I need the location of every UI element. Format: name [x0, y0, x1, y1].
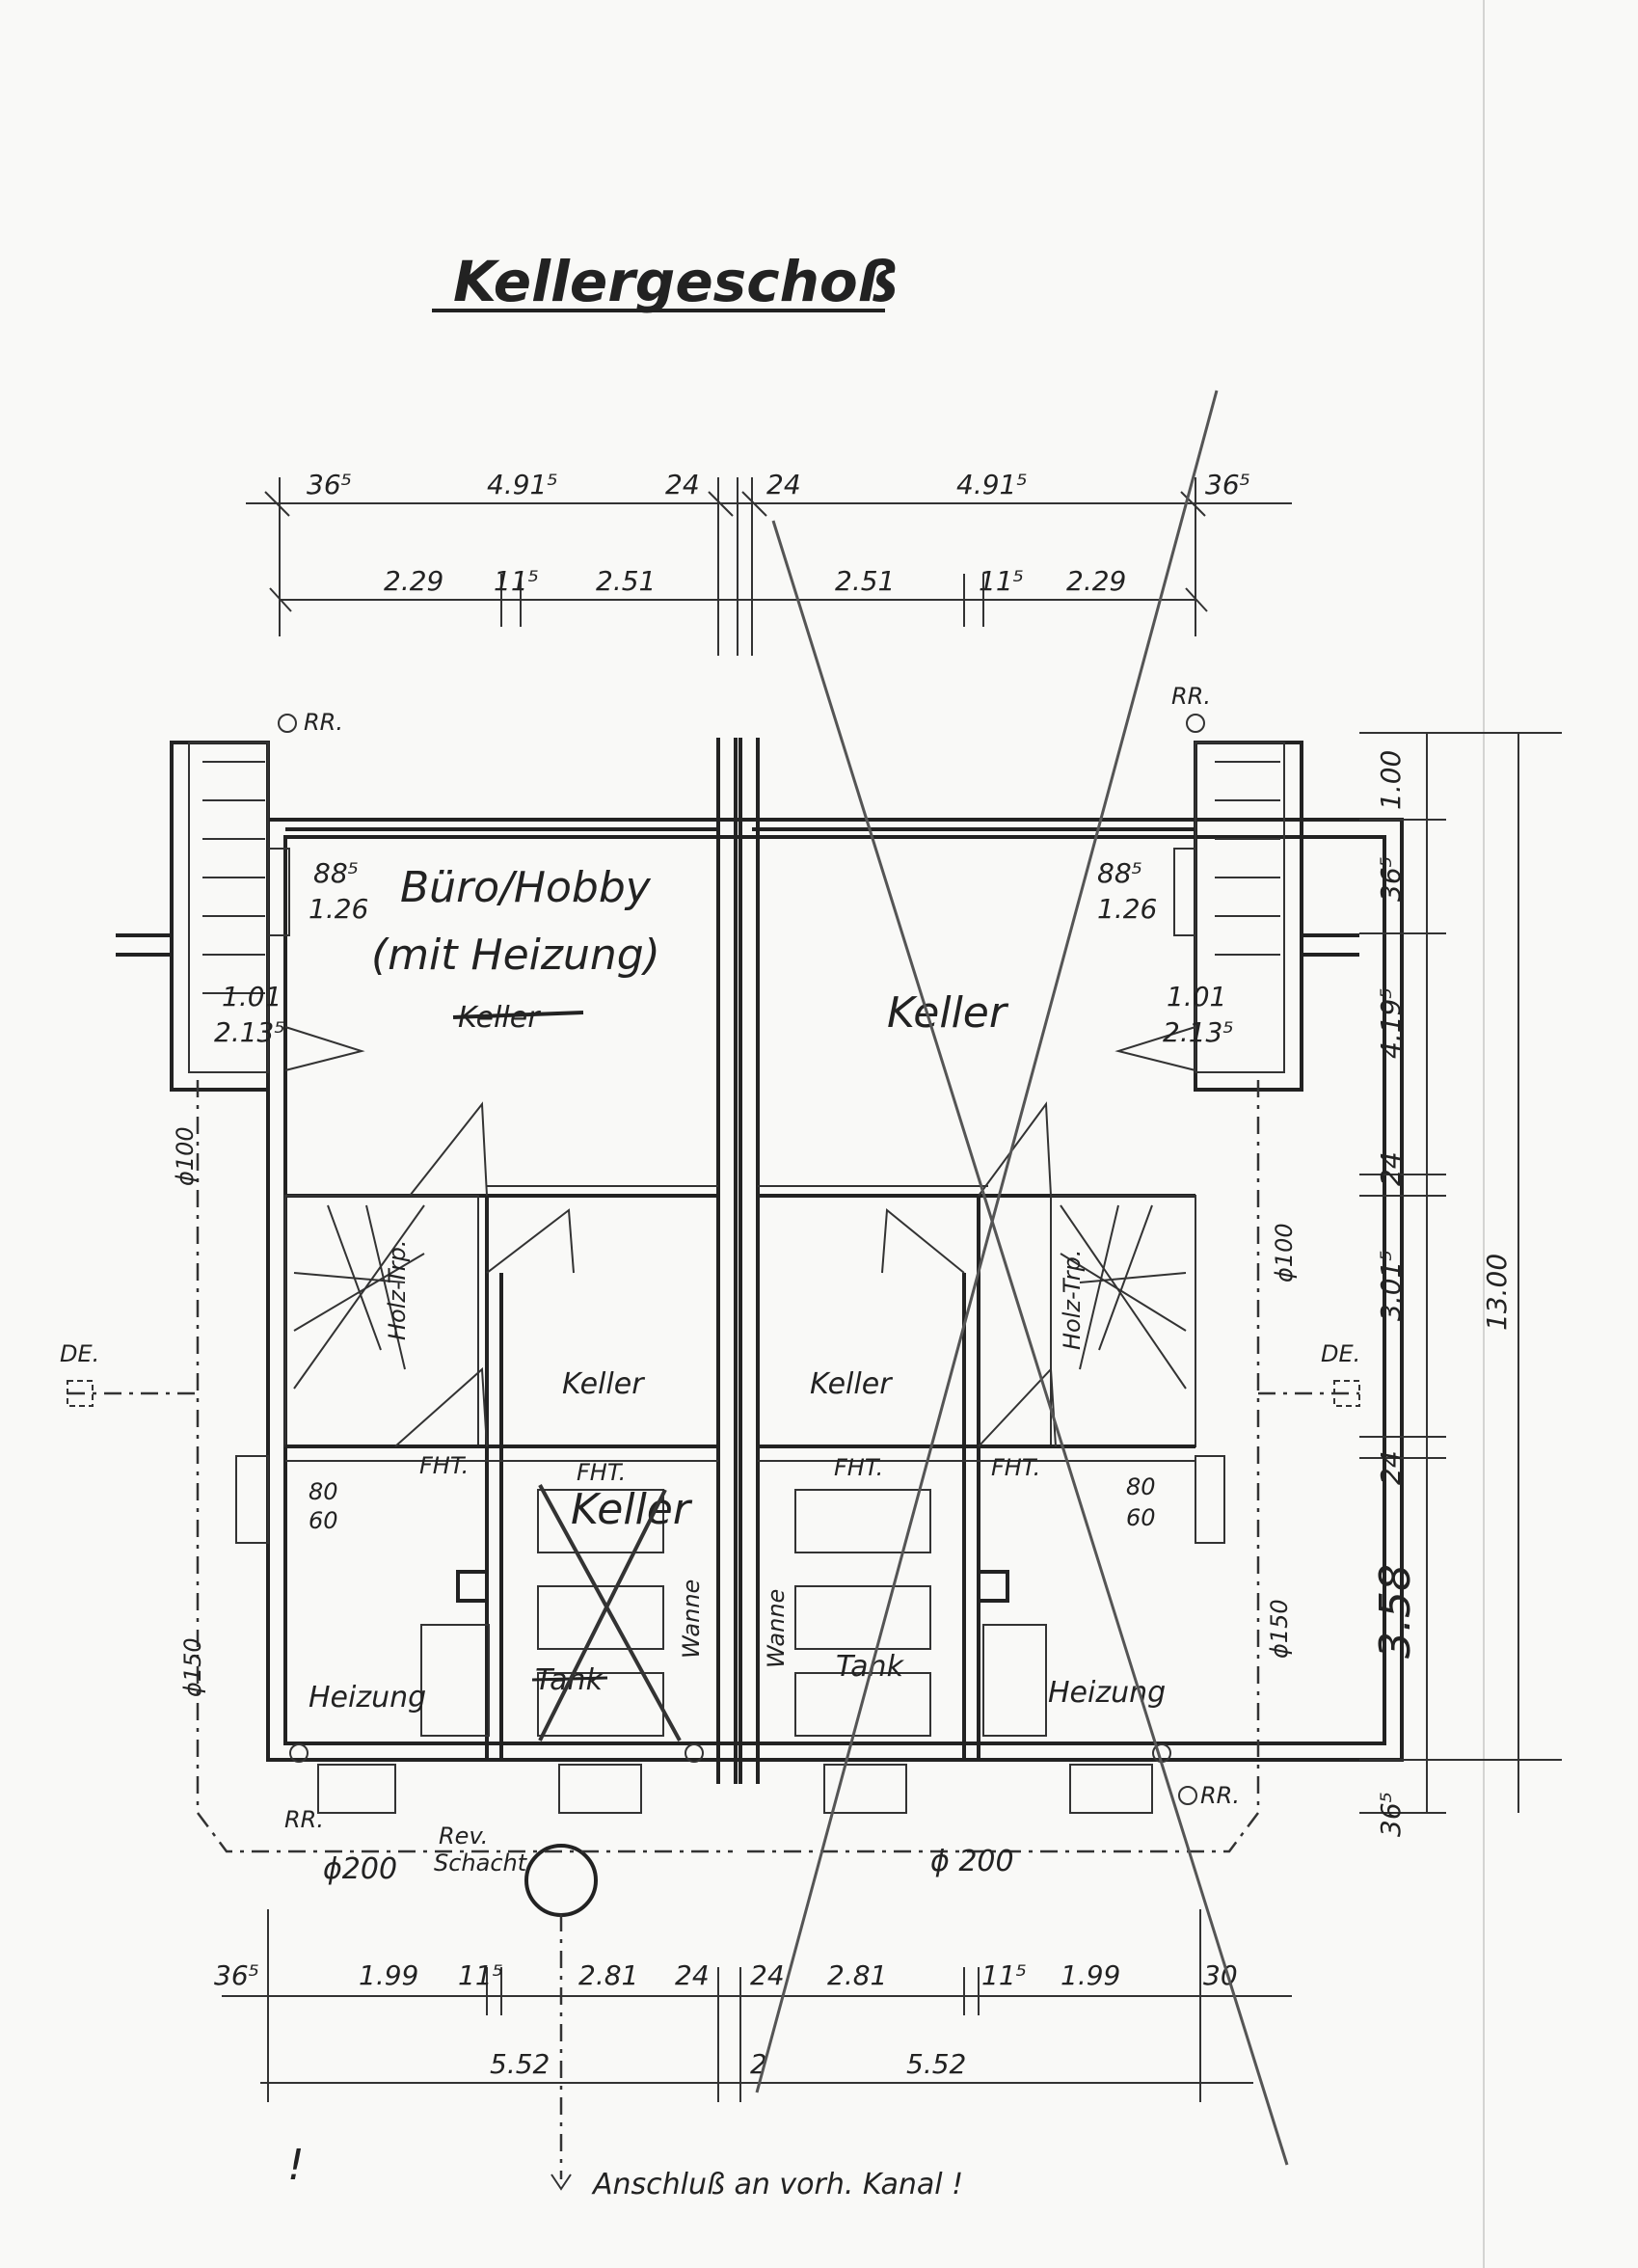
room-buero-hobby: Büro/Hobby	[400, 863, 652, 912]
right-dim-1: 1.00	[1375, 750, 1407, 810]
door-left-bottom: 2.13⁵	[214, 1016, 285, 1048]
right-dim-7: 3.58	[1371, 1564, 1420, 1659]
win-left-bottom: 1.26	[309, 893, 368, 925]
top-dim-6: 36⁵	[1205, 469, 1250, 500]
bot-dim-3: 11⁵	[458, 1959, 503, 1991]
footer-note: Anschluß an vorh. Kanal !	[591, 2168, 963, 2201]
right-dim-6: 24	[1375, 1450, 1407, 1485]
room-wanne-left: Wanne	[678, 1580, 705, 1659]
rev-label: Rev.	[439, 1822, 488, 1850]
pencil-strike-long	[771, 520, 1289, 2166]
strike-keller-top	[452, 1011, 584, 1019]
top-dim-1: 36⁵	[307, 469, 352, 500]
top-dim-11: 11⁵	[979, 565, 1024, 597]
drain-lines	[67, 1080, 1360, 2179]
top-dimensions	[246, 477, 1292, 656]
building-walls	[116, 714, 1404, 1917]
bot-dim-1: 36⁵	[214, 1959, 259, 1991]
bottom-dimensions	[222, 1909, 1292, 2102]
bot-dim-2: 1.99	[359, 1959, 418, 1991]
fht-right: FHT.	[834, 1454, 883, 1481]
right-dim-2: 36⁵	[1375, 856, 1407, 902]
bot-dim-11: 5.52	[490, 2048, 550, 2080]
fht-left-2: FHT.	[577, 1459, 626, 1486]
phi200-right: ϕ 200	[930, 1845, 1014, 1878]
de-left: DE.	[60, 1340, 99, 1367]
room-heizung-right: Heizung	[1048, 1676, 1166, 1710]
right-dim-4: 24	[1375, 1151, 1407, 1186]
pencil-strike-cross	[755, 390, 1219, 2093]
room-wanne-right: Wanne	[763, 1589, 790, 1668]
bot-dim-7: 2.81	[827, 1959, 887, 1991]
stair-left	[293, 1204, 425, 1390]
room-keller-struck: Keller	[571, 1485, 693, 1534]
fht-left: FHT.	[419, 1452, 469, 1479]
bot-dim-5: 24	[675, 1959, 710, 1991]
top-dim-10: 2.51	[835, 565, 895, 597]
plan-title: Kellergeschoß	[453, 249, 898, 314]
bot-dim-13: 5.52	[906, 2048, 966, 2080]
phi100-left: ϕ100	[172, 1126, 199, 1186]
bot-dim-8: 11⁵	[981, 1959, 1027, 1991]
win-small-left-top: 80	[309, 1478, 338, 1505]
win-right-bottom: 1.26	[1097, 893, 1157, 925]
right-dim-5: 3.01⁵	[1375, 1250, 1407, 1321]
phi150-left: ϕ150	[179, 1637, 206, 1697]
door-left-top: 1.01	[222, 981, 282, 1012]
bot-dim-9: 1.99	[1061, 1959, 1120, 1991]
de-right: DE.	[1321, 1340, 1360, 1367]
rr-top-right: RR.	[1171, 683, 1211, 710]
room-keller-mid-right: Keller	[810, 1367, 893, 1401]
top-dim-3: 24	[665, 469, 700, 500]
win-small-left-bottom: 60	[309, 1507, 338, 1534]
right-dim-total: 13.00	[1481, 1254, 1513, 1331]
ink-cross-1	[538, 1484, 682, 1742]
win-small-right-top: 80	[1126, 1473, 1156, 1500]
door-right-top: 1.01	[1167, 981, 1226, 1012]
top-dim-9: 2.51	[596, 565, 656, 597]
phi150-right: ϕ150	[1266, 1599, 1293, 1659]
bot-dim-4: 2.81	[578, 1959, 638, 1991]
rr-bottom-left: RR.	[284, 1806, 324, 1833]
arrow-down-icon	[550, 2174, 572, 2191]
right-dimensions	[1359, 732, 1562, 1814]
top-dim-2: 4.91⁵	[487, 469, 558, 500]
top-dim-4: 24	[766, 469, 801, 500]
rr-bottom-right: RR.	[1200, 1782, 1240, 1809]
room-buero-note: (mit Heizung)	[371, 931, 660, 980]
win-small-right-bottom: 60	[1126, 1504, 1156, 1531]
ink-cross-2	[538, 1489, 667, 1742]
top-dim-7: 2.29	[384, 565, 443, 597]
top-dim-8: 11⁵	[494, 565, 539, 597]
phi100-right: ϕ100	[1271, 1223, 1298, 1282]
schacht-label: Schacht	[434, 1850, 528, 1876]
top-dim-5: 4.91⁵	[956, 469, 1028, 500]
paper-fold-line	[1483, 0, 1485, 2268]
room-keller-mid-left: Keller	[562, 1367, 645, 1401]
room-heizung-left: Heizung	[309, 1681, 426, 1714]
right-dim-8: 36⁵	[1375, 1792, 1407, 1837]
top-dim-12: 2.29	[1066, 565, 1126, 597]
fht-right-2: FHT.	[991, 1454, 1040, 1481]
door-right-bottom: 2.13⁵	[1163, 1016, 1234, 1048]
stair-label-left: Holz-Trp.	[384, 1240, 411, 1340]
stair-right	[1060, 1204, 1187, 1390]
margin-mark: !	[287, 2141, 305, 2190]
win-right-top: 88⁵	[1097, 857, 1142, 889]
phi200-left: ϕ200	[323, 1852, 397, 1886]
win-left-top: 88⁵	[313, 857, 359, 889]
right-dim-3: 4.19⁵	[1375, 987, 1407, 1059]
rr-top-left: RR.	[304, 709, 343, 736]
room-keller-right: Keller	[887, 988, 1009, 1038]
bot-dim-6: 24	[750, 1959, 785, 1991]
stair-label-right: Holz-Trp.	[1059, 1250, 1086, 1350]
